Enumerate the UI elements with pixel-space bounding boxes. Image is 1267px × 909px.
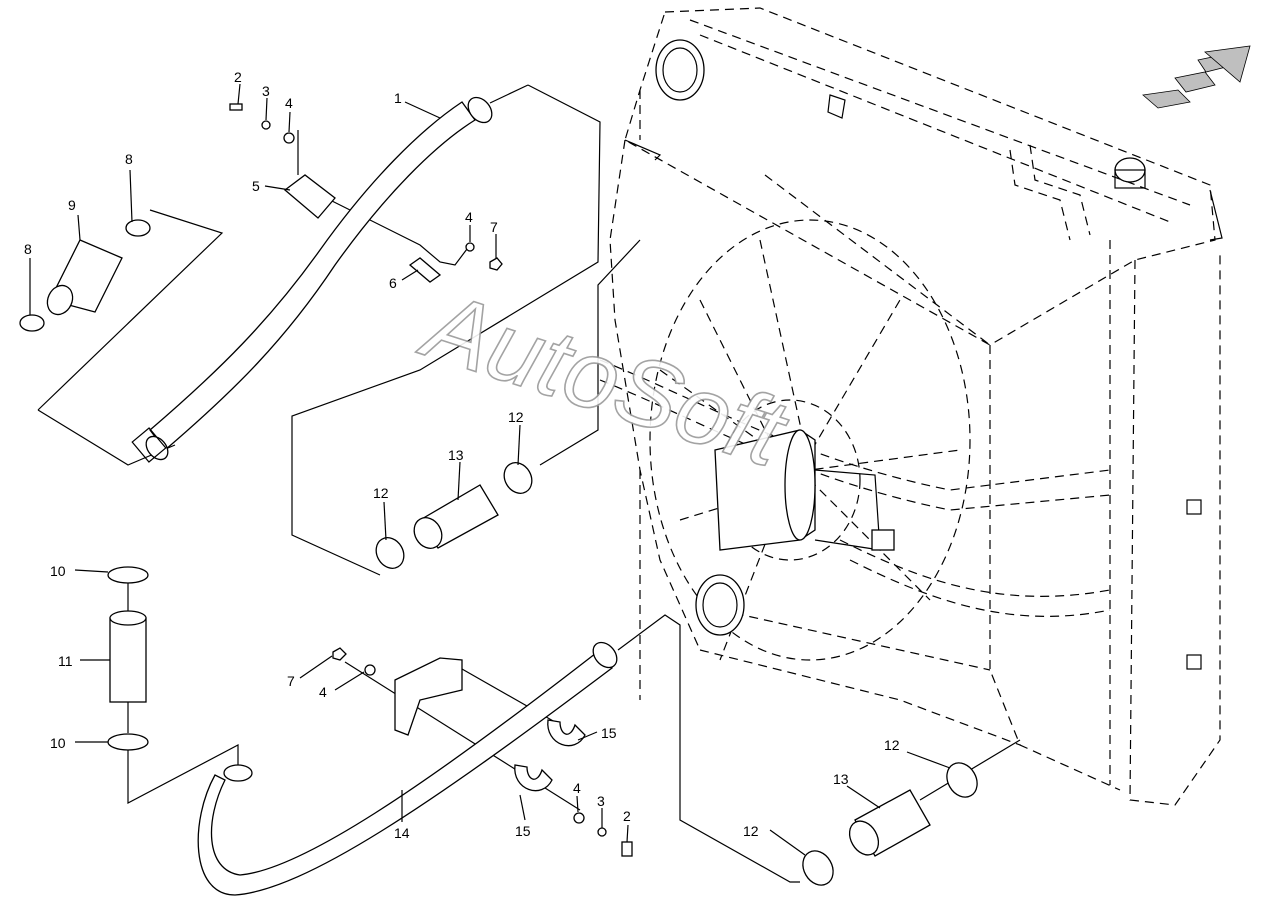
hose-clamp-icon (946, 762, 978, 798)
hose-clamp-icon (19, 314, 45, 332)
nut-icon (332, 647, 347, 661)
callout-labels: 1 2 3 4 5 4 7 6 8 9 8 12 13 12 10 11 10 … (24, 69, 900, 841)
callout-leaders (29, 83, 951, 856)
callout-4: 4 (285, 95, 293, 111)
callout-15: 15 (601, 725, 617, 741)
callout-12: 12 (884, 737, 900, 753)
callout-12: 12 (508, 409, 524, 425)
lower-radiator-hose (197, 641, 618, 896)
callout-10: 10 (50, 563, 66, 579)
hose-clamp-icon (375, 537, 405, 569)
upper-radiator-hose (131, 96, 493, 463)
washer-icon (465, 242, 475, 252)
radiator-assembly (599, 7, 1223, 806)
callout-3: 3 (262, 83, 270, 99)
direction-arrow-icon (1142, 45, 1251, 109)
callout-4: 4 (319, 684, 327, 700)
watermark: AutoSoft (409, 270, 800, 488)
lock-washer-icon (261, 120, 271, 130)
washer-icon (283, 132, 295, 144)
callout-7: 7 (287, 673, 295, 689)
hose-13-lower-group (802, 762, 978, 886)
hose-13-upper-group (375, 462, 533, 569)
callout-15: 15 (515, 823, 531, 839)
hose-9-group (19, 219, 151, 332)
lock-washer-icon (597, 827, 607, 837)
callout-8: 8 (24, 241, 32, 257)
callout-12: 12 (743, 823, 759, 839)
bracket-icon (394, 657, 463, 736)
bracket-icon (283, 174, 336, 219)
hose-clamp-icon (802, 850, 834, 886)
callout-7: 7 (490, 219, 498, 235)
callout-4: 4 (465, 209, 473, 225)
hose-11-group (107, 566, 149, 751)
callout-12: 12 (373, 485, 389, 501)
clip-icon (514, 764, 553, 792)
callout-2: 2 (234, 69, 242, 85)
clip-icon (408, 257, 442, 283)
washer-icon (364, 664, 376, 676)
callout-4: 4 (573, 780, 581, 796)
bracket-hardware-bottom (332, 647, 633, 857)
callout-8: 8 (125, 151, 133, 167)
callout-10: 10 (50, 735, 66, 751)
callout-13: 13 (833, 771, 849, 787)
nut-icon (489, 257, 503, 271)
hose-clamp-icon (125, 219, 151, 237)
clip-icon (547, 719, 586, 747)
callout-1: 1 (394, 90, 402, 106)
hose-clamp-icon (107, 566, 149, 584)
bolt-icon (229, 103, 243, 111)
callout-5: 5 (252, 178, 260, 194)
bolt-icon (621, 841, 633, 857)
callout-11: 11 (58, 653, 73, 669)
callout-9: 9 (68, 197, 76, 213)
washer-icon (573, 812, 585, 824)
hose-clamp-icon (107, 733, 149, 751)
callout-13: 13 (448, 447, 464, 463)
callout-3: 3 (597, 793, 605, 809)
callout-6: 6 (389, 275, 397, 291)
hose-clamp-icon (503, 462, 533, 494)
callout-14: 14 (394, 825, 410, 841)
callout-2: 2 (623, 808, 631, 824)
bracket-hardware-top (229, 103, 503, 283)
